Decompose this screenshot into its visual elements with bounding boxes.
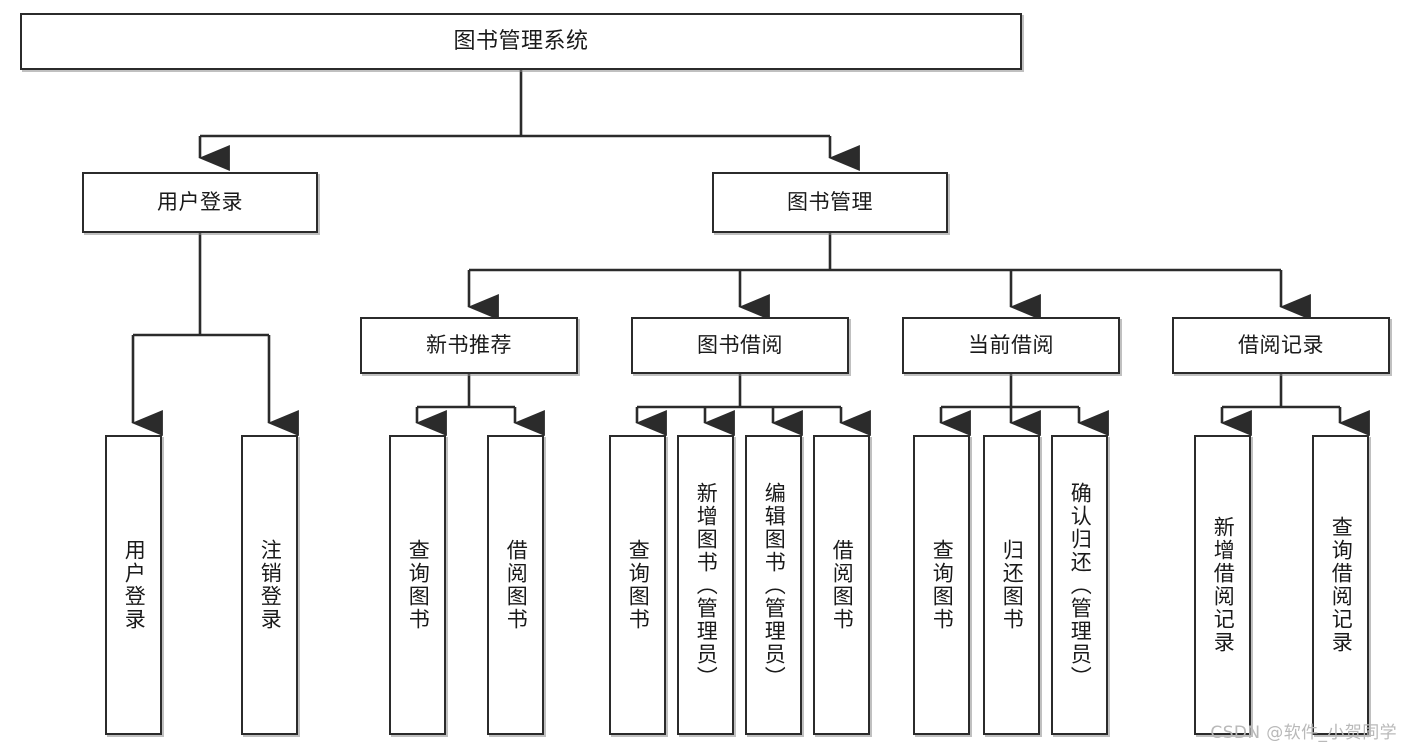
node-user-login[interactable]: 用户登录 <box>82 172 318 233</box>
node-label: 用户登录 <box>157 190 243 215</box>
leaf-query-borrow-record[interactable]: 查询借阅记录 <box>1312 435 1369 735</box>
node-label: 编辑图书（管理员） <box>762 481 787 689</box>
leaf-add-book-admin[interactable]: 新增图书（管理员） <box>677 435 734 735</box>
node-new-book-recommend[interactable]: 新书推荐 <box>360 317 578 374</box>
node-label: 确认归还（管理员） <box>1068 481 1093 689</box>
node-borrow-record[interactable]: 借阅记录 <box>1172 317 1390 374</box>
node-book-management[interactable]: 图书管理 <box>712 172 948 233</box>
leaf-query-book-current[interactable]: 查询图书 <box>913 435 970 735</box>
node-root-system[interactable]: 图书管理系统 <box>20 13 1022 70</box>
node-label: 新增图书（管理员） <box>694 481 719 689</box>
node-label: 新增借阅记录 <box>1211 516 1236 654</box>
node-book-borrow[interactable]: 图书借阅 <box>631 317 849 374</box>
node-label: 用户登录 <box>122 539 147 631</box>
leaf-query-book-recommend[interactable]: 查询图书 <box>389 435 446 735</box>
leaf-return-book[interactable]: 归还图书 <box>983 435 1040 735</box>
node-label: 图书管理 <box>787 190 873 215</box>
node-label: 图书借阅 <box>697 333 783 358</box>
node-label: 借阅图书 <box>504 539 529 631</box>
leaf-user-login[interactable]: 用户登录 <box>105 435 162 735</box>
node-label: 归还图书 <box>1000 539 1025 631</box>
leaf-edit-book-admin[interactable]: 编辑图书（管理员） <box>745 435 802 735</box>
leaf-confirm-return-admin[interactable]: 确认归还（管理员） <box>1051 435 1108 735</box>
node-current-borrow[interactable]: 当前借阅 <box>902 317 1120 374</box>
node-label: 查询借阅记录 <box>1329 516 1354 654</box>
leaf-add-borrow-record[interactable]: 新增借阅记录 <box>1194 435 1251 735</box>
node-label: 查询图书 <box>406 539 431 631</box>
node-label: 注销登录 <box>258 539 283 631</box>
leaf-borrow-book-recommend[interactable]: 借阅图书 <box>487 435 544 735</box>
node-label: 新书推荐 <box>426 333 512 358</box>
leaf-logout-login[interactable]: 注销登录 <box>241 435 298 735</box>
node-label: 查询图书 <box>930 539 955 631</box>
node-label: 借阅记录 <box>1238 333 1324 358</box>
node-label: 当前借阅 <box>968 333 1054 358</box>
leaf-query-book-borrow[interactable]: 查询图书 <box>609 435 666 735</box>
node-label: 查询图书 <box>626 539 651 631</box>
csdn-watermark: CSDN @软件_小贺同学 <box>1210 723 1397 743</box>
leaf-borrow-book[interactable]: 借阅图书 <box>813 435 870 735</box>
node-label: 图书管理系统 <box>453 28 589 54</box>
node-label: 借阅图书 <box>830 539 855 631</box>
